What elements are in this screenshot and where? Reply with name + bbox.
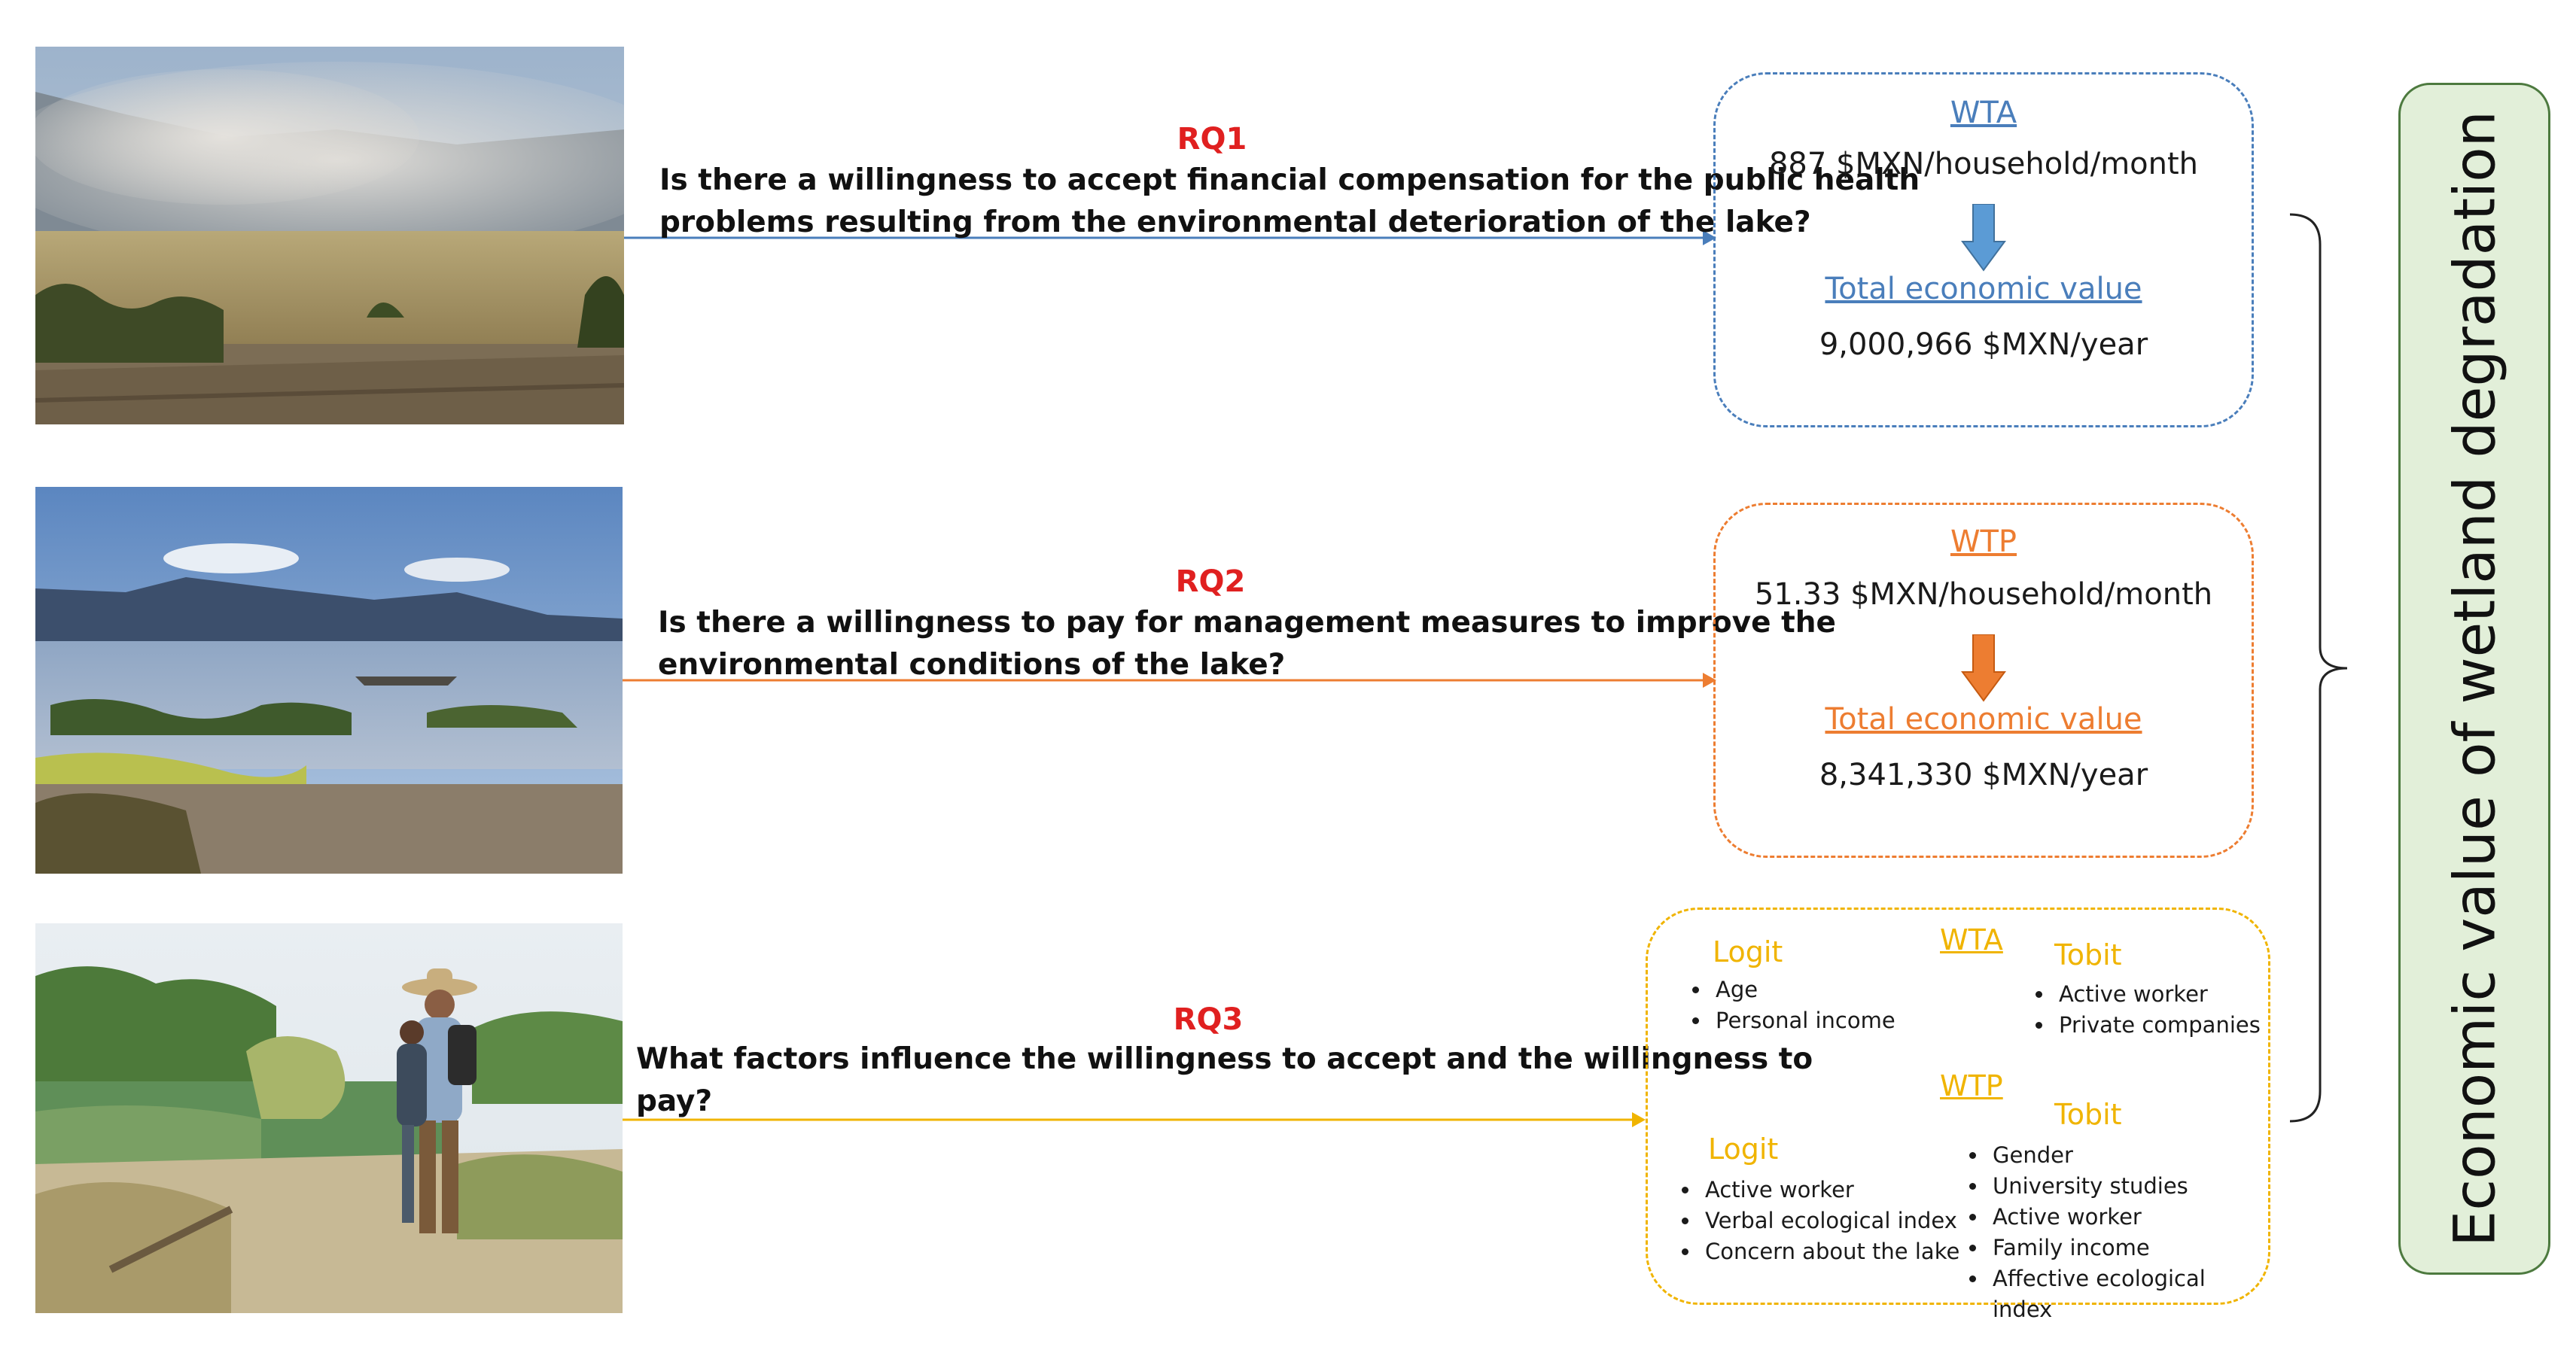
factors-box: WTA Logit Age Personal income Tobit Acti… <box>1646 908 2270 1322</box>
factors-wtp-tobit-title: Tobit <box>2054 1098 2122 1131</box>
summary-title: Economic value of wetland degradation <box>2441 111 2508 1247</box>
list-item: Verbal ecological index <box>1701 1206 1959 1236</box>
factors-wta-logit-title: Logit <box>1713 935 1783 968</box>
rq2-question: Is there a willingness to pay for manage… <box>658 602 1836 686</box>
list-item: Family income <box>1988 1233 2268 1263</box>
dust-storm-lakebed-photo <box>35 47 624 424</box>
rq2-arrowhead <box>1703 673 1716 688</box>
factors-wta-logit-list: Age Personal income <box>1681 974 1895 1036</box>
rq3-question-line: What factors influence the willingness t… <box>636 1042 1813 1076</box>
rq3-label: RQ3 <box>1173 1002 1244 1037</box>
wta-value: 887 $MXN/household/month <box>1768 147 2199 181</box>
list-item: Active worker <box>1988 1202 2268 1233</box>
list-item: University studies <box>1988 1171 2268 1202</box>
rq2-label: RQ2 <box>1175 564 1246 599</box>
factors-wta-tobit-list: Active worker Private companies <box>2024 979 2261 1041</box>
lake-shore-boat-photo <box>35 487 623 874</box>
factors-wtp-logit-list: Active worker Verbal ecological index Co… <box>1670 1175 1959 1267</box>
rq1-label: RQ1 <box>1177 122 1247 157</box>
rq2-question-line: Is there a willingness to pay for manage… <box>658 606 1836 640</box>
down-arrow-icon <box>1961 634 2006 702</box>
factors-wtp-logit-title: Logit <box>1708 1133 1779 1166</box>
factors-wtp-tobit-list: Gender University studies Active worker … <box>1958 1140 2268 1325</box>
rq2-question-line: environmental conditions of the lake? <box>658 648 1286 682</box>
factors-wta-title: WTA <box>1940 923 2003 956</box>
wta-title: WTA <box>1950 96 2017 130</box>
rq3-arrowhead <box>1632 1112 1646 1127</box>
wtp-result-box: WTP 51.33 $MXN/household/month Total eco… <box>1713 503 2254 858</box>
list-item: Personal income <box>1711 1005 1895 1036</box>
down-arrow-icon <box>1961 204 2006 272</box>
wtp-value: 51.33 $MXN/household/month <box>1754 577 2213 612</box>
rq1-question-line: Is there a willingness to accept financi… <box>659 163 1920 197</box>
wta-total-title: Total economic value <box>1825 272 2142 306</box>
wta-total-value: 9,000,966 $MXN/year <box>1819 327 2148 362</box>
factors-wtp-title: WTP <box>1940 1069 2003 1102</box>
wtp-total-value: 8,341,330 $MXN/year <box>1819 758 2148 792</box>
wtp-title: WTP <box>1950 524 2017 559</box>
list-item: Active worker <box>2054 979 2261 1010</box>
factors-wta-tobit-title: Tobit <box>2054 938 2122 971</box>
list-item: Gender <box>1988 1140 2268 1171</box>
field-researchers-photo <box>35 923 623 1313</box>
list-item: Active worker <box>1701 1175 1959 1206</box>
list-item: Concern about the lake <box>1701 1236 1959 1267</box>
list-item: Affective ecological index <box>1988 1263 2268 1325</box>
list-item: Private companies <box>2054 1010 2261 1041</box>
list-item: Age <box>1711 974 1895 1005</box>
summary-brace <box>2289 213 2348 1123</box>
rq1-arrowhead <box>1703 230 1716 245</box>
rq1-question: Is there a willingness to accept financi… <box>659 160 1920 244</box>
rq3-question-line: pay? <box>636 1084 713 1118</box>
wta-result-box: WTA 887 $MXN/household/month Total econo… <box>1713 72 2254 427</box>
rq3-question: What factors influence the willingness t… <box>636 1038 1813 1123</box>
wtp-total-title: Total economic value <box>1825 702 2142 737</box>
summary-panel: Economic value of wetland degradation <box>2398 83 2550 1275</box>
rq1-question-line: problems resulting from the environmenta… <box>659 205 1811 239</box>
